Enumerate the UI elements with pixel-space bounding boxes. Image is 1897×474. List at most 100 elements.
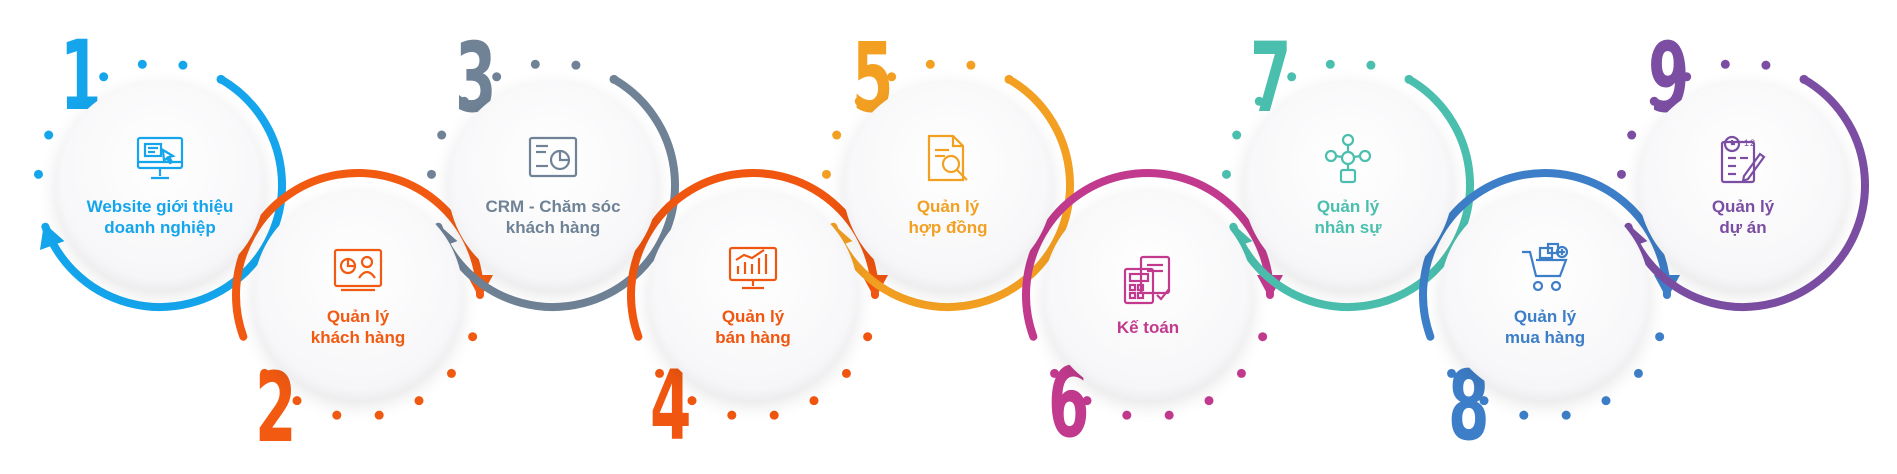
ring-dot (1479, 396, 1489, 406)
monitor-website-icon (136, 136, 184, 180)
ring-dot (1447, 368, 1457, 378)
ring-dot (1799, 74, 1809, 84)
ring-dot (446, 368, 456, 378)
ring-dot (459, 96, 469, 106)
ring-dot (1633, 368, 1643, 378)
ring-dot (1627, 130, 1637, 140)
customer-profile-icon (333, 248, 383, 292)
step-label-line2: doanh nghiệp (104, 218, 216, 237)
ring-dot (260, 368, 270, 378)
ring-dot (1682, 72, 1692, 82)
step-circle: Quản lý hợp đồng (843, 80, 1053, 290)
ring-arc (1022, 169, 1274, 341)
step-label-line1: CRM - Chăm sóc (485, 197, 621, 216)
ring-dot (1236, 368, 1246, 378)
ring-dot (854, 96, 864, 106)
crm-dashboard-icon (528, 136, 578, 178)
step-label-line1: Quản lý (1711, 197, 1775, 216)
ring-dot (33, 169, 43, 179)
step-label-line2: hợp đồng (908, 218, 988, 237)
ring-dot (1404, 74, 1414, 84)
sales-chart-icon (728, 246, 778, 290)
ring-dot (727, 410, 737, 420)
step-label-line1: Quản lý (721, 307, 785, 326)
ring-dot (292, 396, 302, 406)
arrowhead (39, 222, 65, 250)
ring-dot (530, 59, 540, 69)
contract-search-icon (927, 134, 968, 182)
step-label-line2: bán hàng (715, 328, 791, 347)
ring-dot (1221, 169, 1231, 179)
ring-dot (332, 410, 342, 420)
ring-dot (437, 130, 447, 140)
ring-dot (374, 410, 384, 420)
ring-dot (178, 60, 188, 70)
step-label-line2: nhân sự (1314, 218, 1382, 237)
step-circle: Website giới thiệu doanh nghiệp (55, 80, 265, 290)
step-label-line2: khách hàng (505, 218, 601, 237)
ring-dot (414, 396, 424, 406)
ring-dot (216, 74, 226, 84)
step-circle: CRM - Chăm sóc khách hàng (448, 80, 658, 290)
ring-dot (966, 60, 976, 70)
project-plan-icon: 1 2 (1720, 135, 1766, 184)
ring-dot (1122, 410, 1132, 420)
ring-dot (426, 169, 436, 179)
svg-text:1: 1 (1744, 138, 1749, 148)
ring-dot (863, 332, 873, 342)
ring-dot (1761, 60, 1771, 70)
ring-dot (492, 72, 502, 82)
ring-dot (1004, 74, 1014, 84)
ring-dot (832, 130, 842, 140)
step-circle: Quản lý nhân sự (1243, 80, 1453, 290)
ring-dot (1082, 396, 1092, 406)
ring-dot (769, 410, 779, 420)
step-label-line2: mua hàng (1504, 328, 1586, 347)
ring-dot (1287, 72, 1297, 82)
step-label-line2: khách hàng (310, 328, 406, 347)
ring-dot (1601, 396, 1611, 406)
ring-dot (609, 74, 619, 84)
ring-dot (1649, 96, 1659, 106)
ring-dot (1366, 60, 1376, 70)
ring-dot (66, 96, 76, 106)
ring-dot (655, 368, 665, 378)
step-circle: Quản lý bán hàng (648, 190, 858, 400)
ring-dot (1561, 410, 1571, 420)
ring-dot (687, 396, 697, 406)
step-label-line1: Quản lý (916, 197, 980, 216)
ring-dot (1050, 368, 1060, 378)
ring-dot (468, 332, 478, 342)
step-circle: 1 2 Quản lý dự án (1638, 80, 1848, 290)
step-label-line1: Quản lý (326, 307, 390, 326)
ring-dot (1519, 410, 1529, 420)
hr-network-icon (1324, 133, 1372, 184)
shopping-cart-icon (1522, 242, 1569, 292)
ring-dot (841, 368, 851, 378)
ring-dot (1258, 332, 1268, 342)
ring-dot (1164, 410, 1174, 420)
ring-dot (137, 59, 147, 69)
ring-dot (1254, 96, 1264, 106)
ring-dot (1616, 169, 1626, 179)
ring-dot (887, 72, 897, 82)
step-label-line1: Quản lý (1513, 307, 1577, 326)
svg-text:2: 2 (1750, 138, 1755, 148)
step-circle: Quản lý khách hàng (253, 190, 463, 400)
ring-dot (1325, 59, 1335, 69)
ring-dot (1720, 59, 1730, 69)
step-label-line1: Website giới thiệu (86, 197, 234, 216)
accounting-calculator-icon (1123, 255, 1171, 304)
ring-dot (44, 130, 54, 140)
ring-dot (809, 396, 819, 406)
ring-dot (571, 60, 581, 70)
step-number: 2 (255, 352, 297, 464)
ring-dot (1232, 130, 1242, 140)
ring-dot (1655, 332, 1665, 342)
ring-dot (925, 59, 935, 69)
ring-dot (821, 169, 831, 179)
step-circle: Kế toán (1043, 190, 1253, 400)
ring-arc (1624, 75, 1869, 311)
step-label-line2: dự án (1719, 218, 1767, 237)
